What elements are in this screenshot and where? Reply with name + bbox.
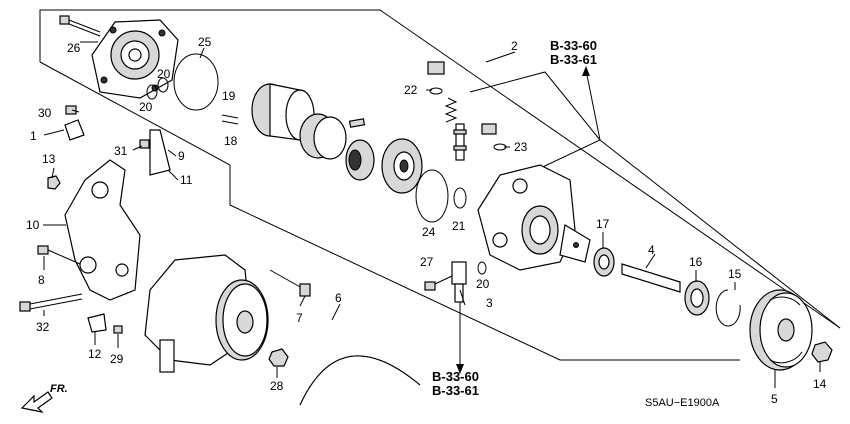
front-direction-arrow [20, 391, 53, 413]
callout-9: 9 [178, 149, 185, 163]
bolt-26 [59, 15, 101, 37]
reference-bottom-a: B-33-60 [432, 369, 479, 384]
diagram-code: S5AU−E1900A [645, 397, 720, 409]
callout-31: 31 [114, 144, 128, 158]
callout-27: 27 [420, 255, 434, 269]
callout-7: 7 [296, 311, 303, 325]
bolt-29 [113, 325, 123, 334]
pulley-5 [749, 289, 813, 371]
callout-25: 25 [198, 35, 212, 49]
nut-28 [268, 348, 289, 367]
callout-20-outlet: 20 [476, 277, 490, 291]
pins-18-19 [221, 114, 239, 125]
callout-1: 1 [30, 129, 37, 143]
callout-6: 6 [335, 291, 342, 305]
nut-13 [47, 175, 61, 190]
callout-32: 32 [36, 320, 50, 334]
leader-lines [43, 41, 821, 388]
nut-14 [811, 341, 833, 363]
bracket-1 [64, 119, 85, 141]
o-ring-20-small-b [477, 261, 487, 275]
bolt-30 [65, 105, 77, 115]
o-ring-20-small-a [146, 77, 169, 100]
callout-30: 30 [38, 106, 52, 120]
flow-control-spring [444, 97, 458, 123]
callout-28: 28 [270, 379, 284, 393]
callout-21: 21 [452, 219, 466, 233]
callout-24: 24 [422, 225, 436, 239]
bolt-27 [424, 275, 453, 291]
shaft-4 [621, 263, 681, 293]
o-ring-25 [173, 53, 219, 111]
callout-26: 26 [67, 41, 81, 55]
callout-14: 14 [813, 377, 827, 391]
rotor [345, 139, 375, 181]
callout-23: 23 [514, 140, 528, 154]
callout-13: 13 [42, 152, 56, 166]
reference-top-b: B-33-61 [550, 52, 597, 67]
callout-12: 12 [88, 347, 102, 361]
plug-22 [427, 61, 445, 95]
callout-10: 10 [26, 218, 40, 232]
reference-arrow-bottom [456, 302, 464, 374]
bolt-8 [37, 245, 81, 265]
assembled-pump [144, 254, 269, 373]
side-plate [299, 113, 347, 160]
callout-17: 17 [596, 217, 610, 231]
bracket-11-clip-9 [139, 129, 171, 176]
callout-22: 22 [404, 83, 418, 97]
drive-belt-6 [299, 355, 421, 406]
vane [348, 118, 366, 128]
o-ring-21 [453, 187, 467, 209]
plug-23 [481, 123, 507, 151]
oil-seal-17 [593, 247, 615, 277]
callout-11: 11 [180, 173, 193, 187]
callout-4: 4 [648, 243, 655, 257]
callout-20-lower: 20 [139, 100, 153, 114]
callout-3: 3 [486, 296, 493, 310]
callout-29: 29 [110, 352, 124, 366]
callout-5: 5 [771, 392, 778, 406]
outlet-fitting [451, 261, 467, 303]
bearing-16 [684, 280, 710, 316]
reference-top-a: B-33-60 [550, 38, 597, 53]
callout-15: 15 [728, 267, 742, 281]
callout-8: 8 [38, 273, 45, 287]
pump-cover [91, 19, 179, 99]
flow-control-valve [453, 123, 467, 161]
callout-20-top: 20 [157, 67, 171, 81]
front-direction-label: FR. [50, 383, 68, 395]
callout-19: 19 [222, 89, 236, 103]
pressure-plate [381, 138, 423, 194]
assembly-boundary [39, 9, 841, 361]
stay-12 [87, 313, 107, 333]
bolt-7 [269, 269, 311, 297]
bolt-32 [19, 293, 83, 312]
callout-16: 16 [689, 255, 703, 269]
callout-2: 2 [511, 39, 518, 53]
bracket-10 [64, 159, 141, 301]
reference-bottom-b: B-33-61 [432, 383, 479, 398]
o-ring-24 [415, 169, 449, 223]
pump-body [477, 164, 591, 271]
reference-arrow-top [582, 66, 601, 141]
circlip-15 [715, 289, 741, 327]
callout-18: 18 [224, 134, 238, 148]
